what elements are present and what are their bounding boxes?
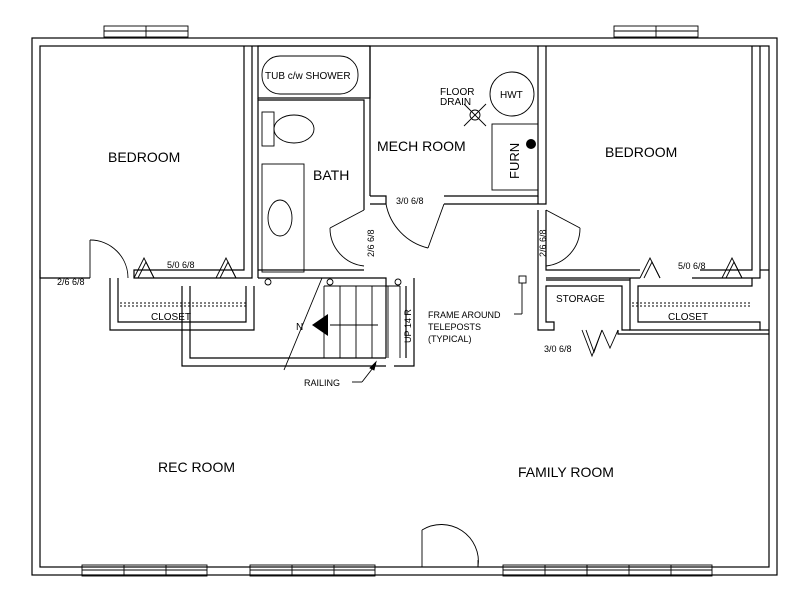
stairs-label: UP 14 R bbox=[403, 309, 413, 343]
mech-room-label: MECH ROOM bbox=[377, 138, 466, 154]
exterior-walls bbox=[31, 37, 778, 576]
mech-fixtures bbox=[463, 71, 539, 191]
storage-label: STORAGE bbox=[556, 294, 605, 305]
closet-left-label: CLOSET bbox=[151, 312, 191, 323]
right-bedroom-door-label: 2/6 6/8 bbox=[538, 229, 548, 257]
rec-room-label: REC ROOM bbox=[158, 459, 235, 475]
furnace-label: FURN bbox=[507, 143, 522, 179]
stair-direction-arrow-icon bbox=[312, 314, 328, 336]
floor-drain-label-1: FLOOR bbox=[440, 87, 474, 98]
left-bedroom-door-label: 2/6 6/8 bbox=[57, 277, 85, 287]
stairs bbox=[264, 277, 402, 371]
north-label: N bbox=[296, 322, 303, 333]
doors bbox=[89, 203, 743, 568]
tub-label: TUB c/w SHOWER bbox=[265, 71, 351, 82]
bedroom-right-label: BEDROOM bbox=[605, 144, 677, 160]
teleposts-label-2: TELEPOSTS bbox=[428, 322, 481, 332]
bath-label: BATH bbox=[313, 167, 349, 183]
furnace-vent-icon bbox=[526, 139, 536, 149]
windows bbox=[81, 25, 713, 577]
closet-shelves bbox=[120, 302, 750, 307]
interior-walls bbox=[39, 45, 769, 367]
mech-door-label: 3/0 6/8 bbox=[396, 196, 424, 206]
right-closet-door-label: 5/0 6/8 bbox=[678, 261, 706, 271]
family-room-label: FAMILY ROOM bbox=[518, 464, 614, 480]
storage-door-label: 3/0 6/8 bbox=[544, 344, 572, 354]
bedroom-left-label: BEDROOM bbox=[108, 149, 180, 165]
hwt-label: HWT bbox=[500, 90, 523, 101]
telepost-leader bbox=[514, 275, 527, 315]
floor-drain-label-2: DRAIN bbox=[440, 97, 471, 108]
left-closet-door-label: 5/0 6/8 bbox=[167, 260, 195, 270]
closet-right-label: CLOSET bbox=[668, 312, 708, 323]
bath-fixtures bbox=[261, 55, 359, 273]
railing-label: RAILING bbox=[304, 378, 340, 388]
teleposts-label-3: (TYPICAL) bbox=[428, 334, 472, 344]
railing-leader bbox=[352, 360, 377, 383]
teleposts-label-1: FRAME AROUND bbox=[428, 310, 501, 320]
bath-door-label: 2/6 6/8 bbox=[366, 229, 376, 257]
